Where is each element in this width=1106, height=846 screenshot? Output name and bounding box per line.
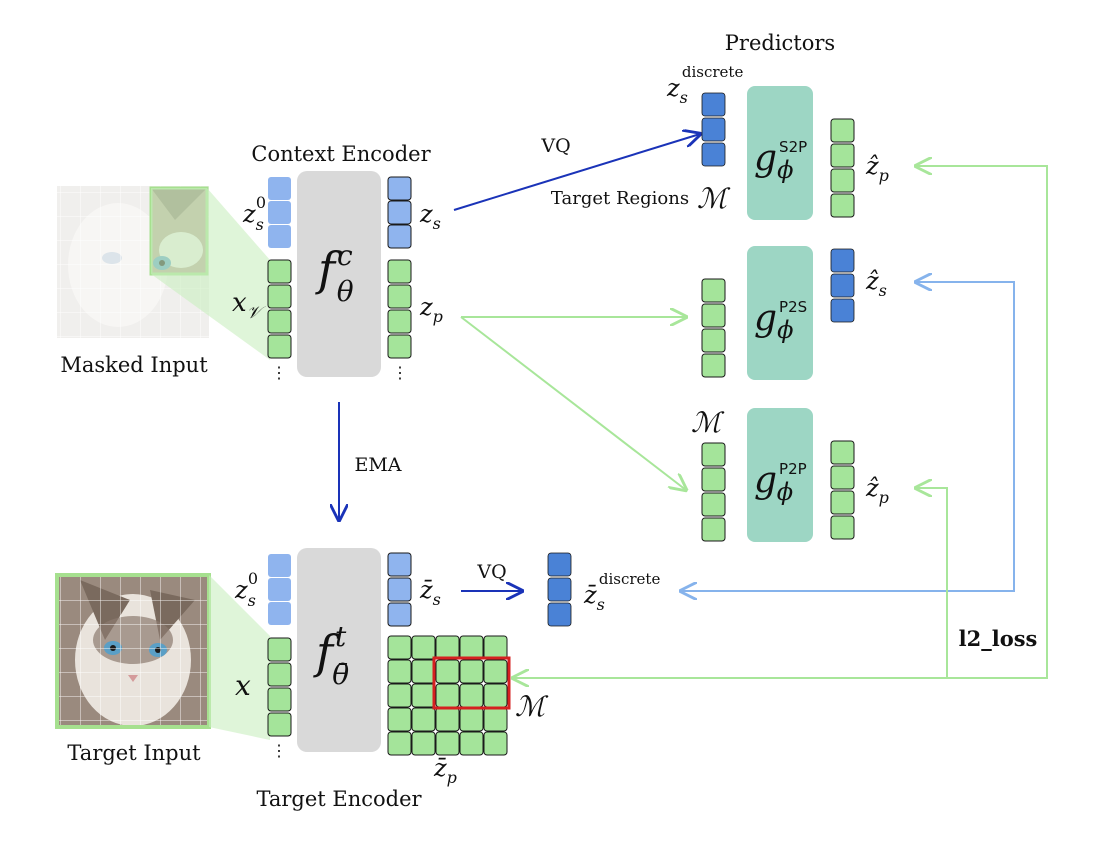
ema-label: EMA [354,454,401,476]
context-encoder-block [297,171,381,377]
l2-loss-arrow-p-outer [513,166,1048,678]
p2p-output-tokens [830,440,855,540]
z-s0-tokens-bottom [268,554,291,625]
l2-loss-arrow-p-inner [916,488,948,678]
target-z-s-tokens [387,552,412,627]
z-s0-top-label: zs0 [242,193,266,234]
dots-zp: ⋮ [392,363,408,382]
l2-loss-label: l2_loss [959,626,1038,651]
target-input-image [55,573,211,729]
context-z-p-tokens [387,259,412,359]
target-zbar-s-discrete-label: z̄sdiscrete [583,570,660,614]
z-s0-bottom-label: zs0 [234,569,258,610]
p2s-zhat-s-label: ẑs [865,267,887,300]
zp-to-p2p-arrow [460,316,686,490]
target-regions-label: Target Regions [551,188,689,209]
p2p-input-tokens [701,442,726,542]
s2p-zhat-p-label: ẑp [865,152,889,185]
target-z-s-discrete-tokens [547,552,572,627]
dots-xv: ⋮ [271,363,287,382]
s2p-output-tokens [830,118,855,218]
p2p-zhat-p-label: ẑp [865,474,889,507]
l2-loss-arrow-s [681,282,1015,591]
x-v-tokens [267,259,292,359]
m-symbol-s2p: ℳ [697,182,731,215]
m-symbol-p2p: ℳ [691,406,725,439]
x-tokens [267,637,292,737]
vq-label-top: VQ [540,135,570,157]
context-z-s-label: zs [419,200,441,233]
m-symbol-target: ℳ [515,690,549,723]
context-encoder-title: Context Encoder [251,142,431,166]
p2s-input-tokens [701,278,726,378]
masked-input-label: Masked Input [60,353,208,377]
target-z-p-grid [387,635,508,756]
predictors-title: Predictors [725,31,835,55]
projection-wedge-bottom [209,575,270,740]
target-input-label: Target Input [67,741,201,765]
p2s-output-tokens [830,248,855,323]
target-mask-region [432,656,511,710]
projection-wedge-top [151,188,270,360]
context-z-s-tokens [387,176,412,249]
target-zbar-s-label: z̄s [419,576,441,609]
context-z-p-label: zp [419,293,443,326]
target-encoder-block [297,548,381,752]
z-s-discrete-top-label: zsdiscrete [666,63,743,107]
z-s-discrete-tokens-top [701,92,726,167]
target-encoder-title: Target Encoder [256,787,422,811]
vq-label-bottom: VQ [476,561,506,583]
target-zbar-p-label: z̄p [433,754,457,787]
dots-x: ⋮ [271,741,287,760]
x-label: x [235,669,251,702]
z-s0-tokens-top [268,177,291,248]
